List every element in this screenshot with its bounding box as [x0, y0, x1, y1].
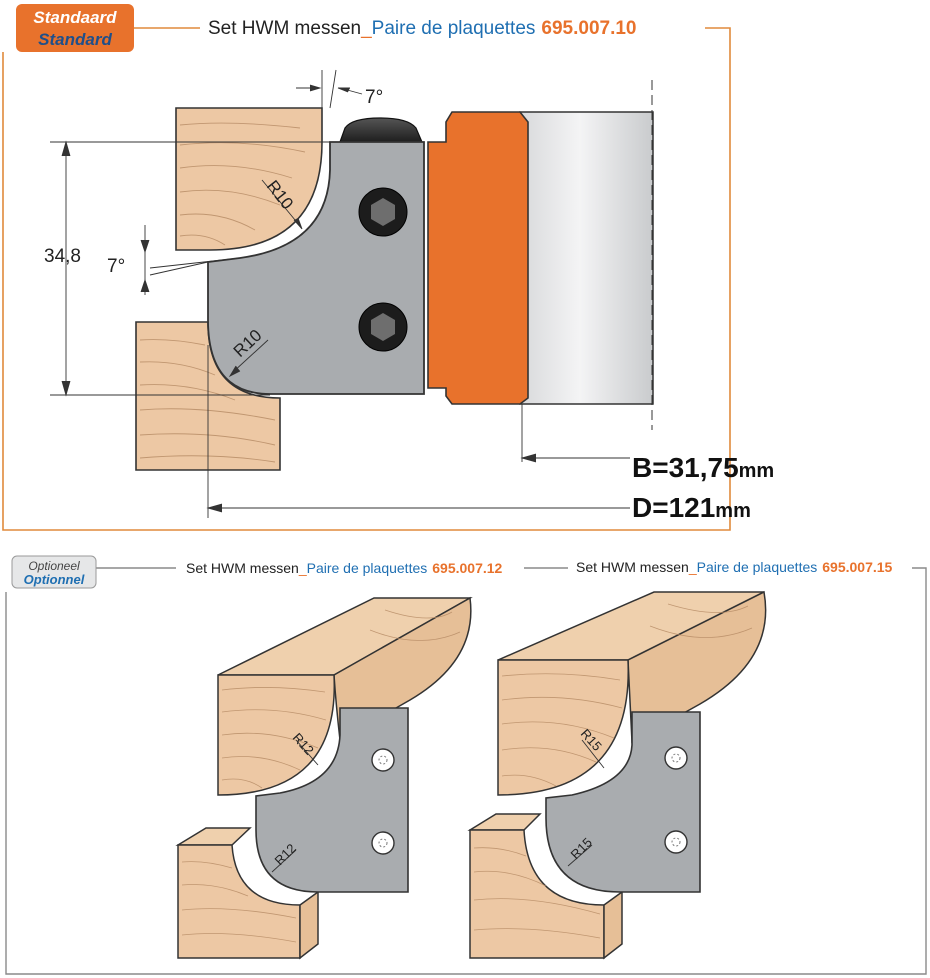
optional-left-illustration [175, 596, 473, 960]
wood-block-top [175, 107, 323, 251]
badge-standard-text: Standard [38, 30, 112, 49]
optional-right-illustration [467, 590, 767, 960]
badge-standaard-text: Standaard [33, 8, 117, 27]
title-nl: Set HWM messen [208, 18, 361, 39]
hex-screw-icon [358, 302, 408, 352]
angle-top-label: 7° [365, 87, 383, 108]
badge-optioneel-text: Optioneel [28, 559, 80, 573]
badge-optionnel-text: Optionnel [24, 572, 85, 587]
standard-frame [2, 27, 731, 531]
standard-badge: Standaard Standard [16, 4, 134, 52]
orange-holder [427, 111, 529, 405]
optional-frame [5, 567, 927, 975]
top-screw-icon [339, 117, 423, 143]
title-fr: Paire de plaquettes [372, 18, 536, 39]
height-dimension-label: 34,8 [44, 246, 81, 267]
dimension-lines [50, 69, 630, 518]
optional-badge: Optioneel Optionnel [11, 555, 97, 589]
d-dimension-label: D=121mm [632, 492, 751, 523]
angle-left-label: 7° [107, 256, 125, 277]
cutter-body [519, 80, 654, 430]
title-sep: _ [360, 18, 372, 39]
b-dimension-label: B=31,75mm [632, 452, 774, 483]
hex-screw-icon [358, 187, 408, 237]
product-code: 695.007.10 [541, 18, 636, 39]
